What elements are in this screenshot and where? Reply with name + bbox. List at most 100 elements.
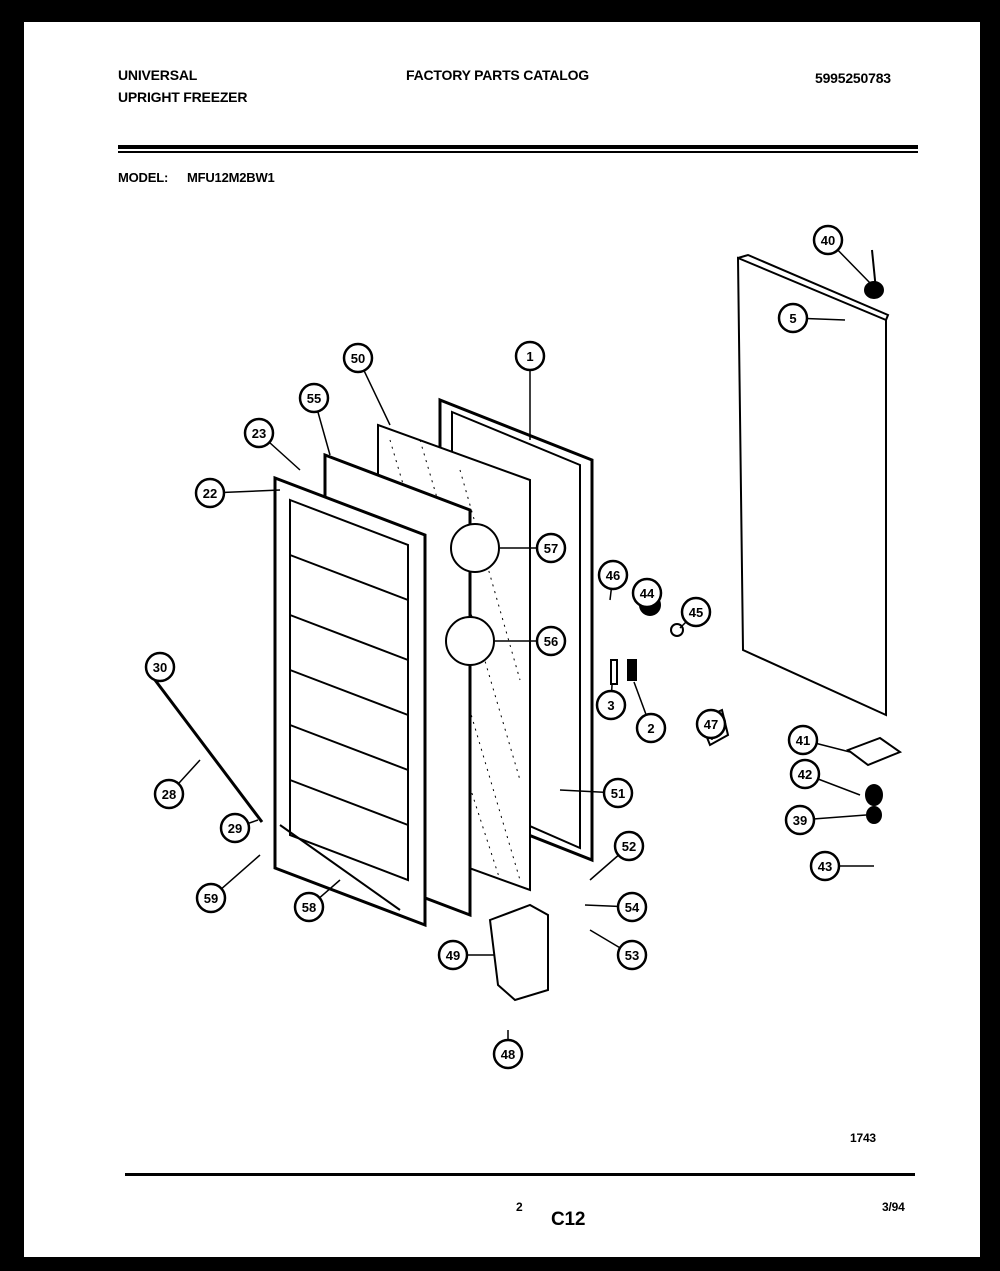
catalog-title: FACTORY PARTS CATALOG [406,67,589,83]
page-number: 2 [516,1200,523,1214]
hinge-bracket [845,736,903,767]
callout-label: 50 [351,351,365,366]
callout-48: 48 [492,1030,524,1070]
bracket [488,903,549,1002]
callout-39: 39 [784,804,867,836]
handle-rod [153,679,264,823]
catalog-number: 5995250783 [815,70,891,86]
callout-circle [680,596,712,628]
callout-circle [219,812,251,844]
callout-label: 57 [544,541,558,556]
model-value: MFU12M2BW1 [187,170,275,185]
callout-circle [535,625,567,657]
callout-circle [602,777,634,809]
callout-label: 41 [796,733,810,748]
callout-22: 22 [194,477,281,509]
callout-label: 48 [501,1047,515,1062]
callout-23: 23 [243,417,301,471]
callout-label: 2 [647,721,654,736]
callout-label: 29 [228,821,242,836]
callout-label: 59 [204,891,218,906]
callout-label: 46 [606,568,620,583]
callout-label: 45 [689,605,703,620]
callout-29: 29 [219,812,259,844]
inner-liner [273,475,427,928]
callout-label: 58 [302,900,316,915]
callout-58: 58 [293,879,341,923]
callout-49: 49 [437,939,495,971]
outer-door-panel [736,256,887,717]
callout-59: 59 [195,854,261,914]
callout-label: 28 [162,787,176,802]
callout-5: 5 [777,302,846,334]
callout-56: 56 [495,625,567,657]
callout-circle [597,559,629,591]
callout-43: 43 [809,850,874,882]
callout-circle [631,577,663,609]
callout-30: 30 [144,651,176,683]
callout-label: 54 [625,900,640,915]
callout-label: 55 [307,391,321,406]
figure-number: 1743 [850,1131,876,1145]
callout-label: 43 [818,859,832,874]
callout-51: 51 [559,777,634,809]
callout-circle [616,891,648,923]
header-rule-thin [118,151,918,153]
callout-53: 53 [589,929,648,971]
callout-42: 42 [789,758,861,796]
callout-52: 52 [589,830,645,881]
callout-46: 46 [597,559,629,601]
callout-circle [195,882,227,914]
callout-label: 49 [446,948,460,963]
callout-circle [809,850,841,882]
callout-circle [298,382,330,414]
footer-rule [125,1173,915,1176]
callout-circle [616,939,648,971]
callout-47: 47 [695,708,727,741]
callout-45: 45 [679,596,712,629]
revision-date: 3/94 [882,1200,905,1214]
callout-2: 2 [633,681,667,744]
callout-circle [784,804,816,836]
brand-line1: UNIVERSAL [118,67,198,83]
callout-label: 56 [544,634,558,649]
callout-label: 3 [607,698,614,713]
callout-circle [194,477,226,509]
callout-1: 1 [514,340,546,440]
callout-label: 23 [252,426,266,441]
callout-label: 47 [704,717,718,732]
brand-line2: UPRIGHT FREEZER [118,89,248,105]
callout-50: 50 [342,342,391,426]
callout-circle [342,342,374,374]
callout-40: 40 [812,224,873,286]
callout-circle [437,939,469,971]
callout-44: 44 [631,577,663,609]
callout-circle [144,651,176,683]
callout-54: 54 [584,891,648,923]
callout-circle [153,778,185,810]
callout-label: 40 [821,233,835,248]
callout-label: 42 [798,767,812,782]
callout-label: 1 [526,349,533,364]
callout-label: 44 [640,586,655,601]
callout-circle [787,724,819,756]
model-label: MODEL: [118,170,169,185]
callout-3: 3 [595,684,627,721]
callout-circle [789,758,821,790]
callout-circle [635,712,667,744]
callout-circle [595,689,627,721]
callout-41: 41 [787,724,851,756]
callout-circle [777,302,809,334]
callout-label: 22 [203,486,217,501]
callout-57: 57 [500,532,567,564]
callout-label: 52 [622,839,636,854]
callout-circle [535,532,567,564]
header-rule [118,145,918,149]
callout-circle [293,891,325,923]
callout-group: 40 5 50 1 55 23 22 57 46 44 45 56 3 2 47 30 28 29 51 41 42 39… [144,224,874,1070]
callout-circle [695,708,727,740]
section-code: C12 [551,1209,586,1230]
callout-circle [243,417,275,449]
